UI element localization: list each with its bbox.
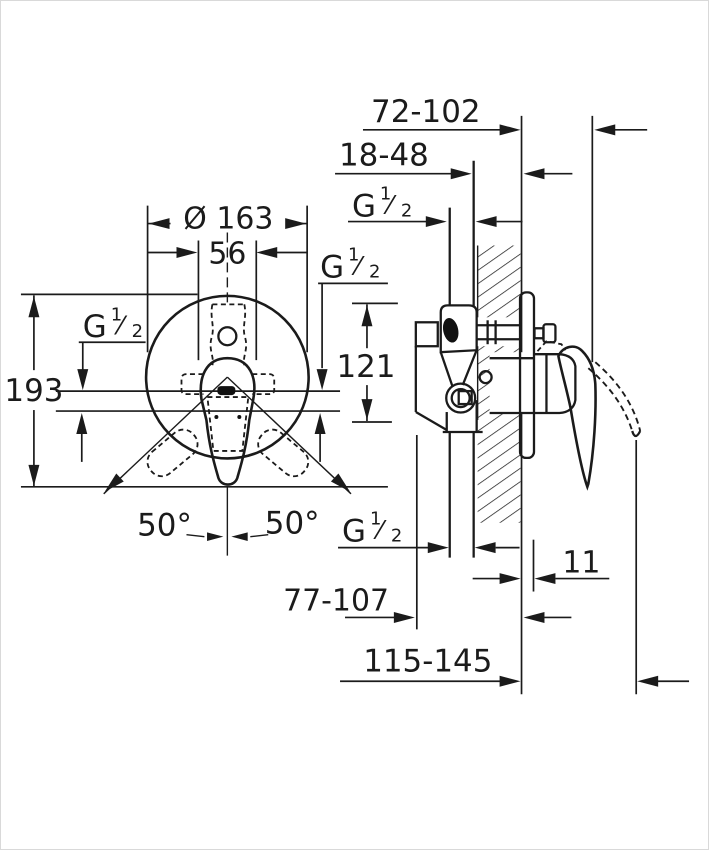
dim-plate-diameter-label: Ø 163 bbox=[183, 202, 273, 237]
front-view bbox=[20, 232, 388, 556]
svg-text:G: G bbox=[320, 249, 344, 285]
concealed-outlet-dashed bbox=[209, 303, 248, 366]
dim-outlet-offset-label: 121 bbox=[336, 349, 395, 385]
angle-left-label: 50° bbox=[137, 508, 192, 544]
dim-handle-depth-label: 115-145 bbox=[363, 643, 492, 679]
dim-plaster-depth: 18-48 bbox=[335, 138, 573, 180]
svg-text:G: G bbox=[342, 514, 366, 550]
grohe-logo bbox=[442, 317, 459, 343]
bottom-outlet-pipe bbox=[448, 431, 475, 558]
dim-body-depth: 77-107 bbox=[283, 583, 572, 623]
svg-text:1: 1 bbox=[111, 304, 122, 325]
dim-plate-thickness: 11 bbox=[472, 546, 610, 585]
dim-plate-thickness-label: 11 bbox=[562, 546, 600, 581]
svg-text:2: 2 bbox=[132, 321, 143, 342]
cartridge-sleeve bbox=[489, 352, 534, 415]
dim-center-width-label: 56 bbox=[208, 236, 246, 271]
dim-plate-diameter: Ø 163 bbox=[146, 202, 308, 353]
thread-numerator: 1 bbox=[380, 184, 391, 205]
dim-total-height-label: 193 bbox=[4, 373, 63, 409]
thread-letter: G bbox=[342, 514, 366, 550]
reference-lines bbox=[20, 293, 388, 488]
outlet-screw bbox=[533, 323, 557, 344]
thread-numerator: 1 bbox=[370, 509, 381, 530]
thread-label-top: G 1 ⁄ 2 bbox=[348, 184, 523, 228]
inlet-pipe-lines bbox=[55, 390, 341, 412]
svg-text:2: 2 bbox=[401, 201, 412, 222]
side-view bbox=[414, 160, 642, 558]
dim-total-height: 193 bbox=[4, 295, 63, 487]
wall-plate-side bbox=[518, 291, 536, 460]
dim-projection: 72-102 bbox=[362, 94, 648, 136]
svg-text:G: G bbox=[352, 189, 376, 225]
thread-denominator: 2 bbox=[369, 261, 380, 282]
lever-base-side bbox=[534, 340, 577, 415]
dimension-annotations: 72-102 18-48 G 1 ⁄ 2 bbox=[4, 94, 690, 687]
svg-text:2: 2 bbox=[369, 261, 380, 282]
escutcheon-circle bbox=[144, 294, 310, 460]
thread-denominator: 2 bbox=[391, 526, 402, 547]
thread-denominator: 2 bbox=[401, 201, 412, 222]
valve-body bbox=[414, 304, 493, 434]
dim-center-width: 56 bbox=[147, 236, 308, 361]
lever-pivot-mark bbox=[217, 386, 236, 396]
alt-lever-positions-dashed bbox=[146, 428, 310, 478]
through-wall-connection bbox=[476, 317, 521, 347]
dim-plaster-depth-label: 18-48 bbox=[339, 138, 429, 174]
mounting-ears-dashed bbox=[180, 373, 276, 395]
dim-handle-depth: 115-145 bbox=[340, 643, 690, 687]
dim-body-depth-label: 77-107 bbox=[283, 583, 389, 618]
thread-letter: G bbox=[83, 309, 107, 345]
lever-handle-front bbox=[199, 356, 256, 486]
dim-projection-label: 72-102 bbox=[371, 94, 480, 130]
thread-letter: G bbox=[320, 249, 344, 285]
svg-text:1: 1 bbox=[370, 509, 381, 530]
lever-handle-side bbox=[557, 345, 642, 491]
thread-numerator: 1 bbox=[111, 304, 122, 325]
thread-label-inlet-left: G 1 ⁄ 2 bbox=[76, 304, 146, 462]
thread-denominator: 2 bbox=[132, 321, 143, 342]
svg-text:1: 1 bbox=[380, 184, 391, 205]
angle-right-label: 50° bbox=[265, 506, 320, 542]
svg-text:1: 1 bbox=[348, 244, 359, 265]
dim-outlet-offset: 121 bbox=[336, 302, 398, 423]
thread-letter: G bbox=[352, 189, 376, 225]
extension-lines-right bbox=[415, 115, 638, 695]
top-outlet-pipe bbox=[448, 160, 475, 307]
dim-swing-angles: 50° 50° bbox=[137, 506, 319, 544]
thread-numerator: 1 bbox=[348, 244, 359, 265]
svg-text:G: G bbox=[83, 309, 107, 345]
svg-text:2: 2 bbox=[391, 526, 402, 547]
